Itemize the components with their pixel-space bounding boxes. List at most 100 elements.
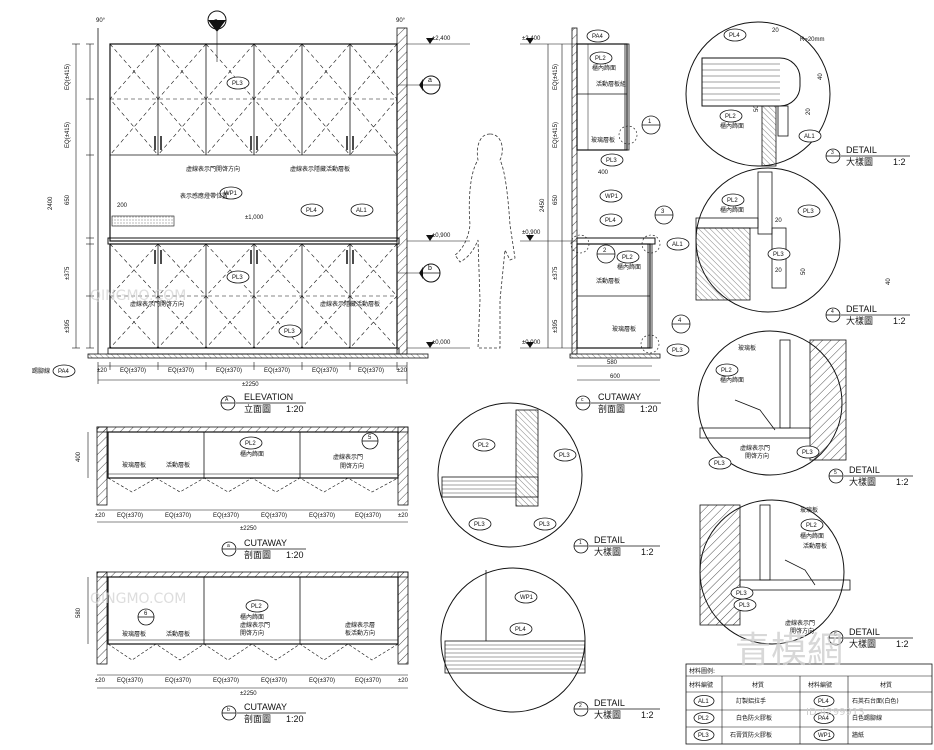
elev-dim-b3: EQ(±370) — [216, 368, 242, 374]
elev-dim-b7: ±20 — [397, 368, 408, 374]
elev-tag-pl3-c: PL3 — [284, 329, 295, 335]
cuta-dim-b6: EQ(±370) — [355, 513, 381, 519]
cutc-callout-1: 1 — [648, 119, 652, 125]
cutc-tag-pl2-b: PL2 — [622, 255, 633, 261]
cutc-dim-400: 400 — [598, 170, 609, 176]
cutaway-c-scale: 1:20 — [640, 404, 658, 414]
d6-note-swing: 虛線表示門 — [785, 619, 815, 627]
d6-tag-1: PL3 — [736, 591, 747, 597]
level-2400: ±2,400 — [432, 36, 451, 42]
cutb-depth: 580 — [76, 607, 82, 618]
elevation-view — [52, 10, 516, 384]
cuta-note-swing2: 開啓方向 — [340, 462, 364, 470]
section-marker-b[interactable] — [398, 263, 441, 283]
svg-text:DETAIL: DETAIL — [849, 465, 880, 475]
d3-tag-2: AL1 — [804, 134, 815, 140]
cutc-note-inner-b: 櫃內飾面 — [617, 263, 641, 271]
legend-r1-c0: PL2 — [698, 716, 709, 722]
detail-3-view — [685, 21, 831, 167]
detail-1-title-block: 1 DETAIL 大樣圖 1:2 — [573, 535, 660, 558]
d3-dim-40: 40 — [818, 73, 824, 80]
svg-text:大樣圖: 大樣圖 — [846, 156, 873, 168]
cutaway-a-view — [87, 426, 409, 523]
elevation-angle-left: 90° — [96, 18, 106, 24]
d3-dim-r: R=20mm — [800, 37, 825, 43]
cuta-note-swing: 虛線表示門 — [333, 453, 363, 461]
section-marker-c[interactable] — [207, 10, 227, 62]
section-b-letter: b — [428, 265, 432, 272]
cutb-dim-b2: EQ(±370) — [165, 678, 191, 684]
cutaway-c-title-en: CUTAWAY — [598, 392, 641, 402]
svg-text:1:2: 1:2 — [893, 316, 906, 326]
d1-tag-3: PL3 — [539, 522, 550, 528]
cutaway-a-title-en: CUTAWAY — [244, 538, 287, 548]
d6-note-inner: 櫃內飾面 — [800, 532, 824, 540]
elev-note-lower-1: 虛線表示門開啓方向 — [130, 300, 184, 308]
legend-r0-c3: 石英石台面(白色) — [852, 697, 899, 705]
cutb-note-swing4: 板活動方向 — [345, 629, 375, 637]
elev-dim-eq2: EQ(±415) — [65, 122, 71, 148]
legend-r2-c2: WP1 — [818, 733, 832, 739]
d3-dim-20b: 20 — [806, 108, 812, 115]
svg-text:大樣圖: 大樣圖 — [849, 476, 876, 488]
d5-tag-2: PL3 — [802, 450, 813, 456]
cuta-callout-5: 5 — [368, 435, 372, 441]
d6-note-glass: 玻璃板 — [800, 506, 818, 514]
level-1000: ±1,000 — [245, 215, 264, 221]
cutc-dim-375: ±375 — [553, 266, 559, 280]
svg-text:a: a — [227, 543, 230, 549]
cutaway-c-title-cn: 剖面圖 — [598, 403, 625, 415]
cutb-dim-b5: EQ(±370) — [309, 678, 335, 684]
elev-note-floor: 踢腳線 — [32, 367, 50, 375]
elev-tag-pl4: PL4 — [306, 208, 317, 214]
elev-dim-375: ±375 — [65, 266, 71, 280]
cuta-depth: 400 — [76, 451, 82, 462]
d2-tag-0: WP1 — [520, 595, 534, 601]
elevation-right-wall — [396, 27, 408, 355]
cutb-note-swing2: 開啓方向 — [240, 629, 264, 637]
svg-text:A: A — [225, 397, 229, 403]
cutc-tag-pl3-a: PL3 — [606, 158, 617, 164]
legend-r1-c1: 白色防火膠板 — [736, 714, 772, 722]
cuta-dim-b2: EQ(±370) — [165, 513, 191, 519]
svg-text:3: 3 — [831, 150, 834, 156]
cutc-note-glass-b: 玻璃層板 — [612, 325, 636, 333]
d4-note-inner: 櫃內飾面 — [720, 206, 744, 214]
legend-r0-c1: 訂製鋁拉手 — [736, 697, 766, 705]
elev-dim-650: 650 — [65, 194, 71, 205]
watermark: QINGMO.COM QINGMO.COM 青模網 ID:4299913 — [90, 288, 865, 718]
elev-note-light: 表示感應燈帶位置 — [180, 192, 228, 200]
d4-tag-2: PL3 — [773, 252, 784, 258]
detail-1-view — [437, 402, 583, 548]
svg-text:DETAIL: DETAIL — [594, 698, 625, 708]
d3-dim-50: 50 — [754, 105, 760, 112]
svg-text:1:2: 1:2 — [893, 157, 906, 167]
cutb-note-swing: 虛線表示門 — [240, 621, 270, 629]
d4-dim-50: 50 — [801, 268, 807, 275]
cutaway-c-view — [520, 27, 691, 381]
d4-dim-20b: 20 — [775, 268, 782, 274]
d5-note-inner: 櫃內飾面 — [720, 376, 744, 384]
legend-header-0: 材料編號 — [689, 681, 713, 689]
elev-tag-al1: AL1 — [356, 208, 367, 214]
elev-dim-b4: EQ(±370) — [264, 368, 290, 374]
cutc-note-glass-a: 玻璃層板 — [591, 136, 615, 144]
cutaway-a-scale: 1:20 — [286, 550, 304, 560]
svg-text:1:2: 1:2 — [896, 477, 909, 487]
cutc-dim-600: 600 — [610, 374, 621, 380]
elev-note-upper-1: 虛線表示門開啓方向 — [186, 165, 240, 173]
legend-header-1: 材質 — [752, 681, 764, 689]
elevation-title-en: ELEVATION — [244, 392, 293, 402]
cuta-dim-b4: EQ(±370) — [261, 513, 287, 519]
cutc-dim-eq1: EQ(±415) — [553, 64, 559, 90]
cutaway-b-title-block: b CUTAWAY 剖面圖 1:20 — [221, 702, 306, 725]
cutaway-b-title-cn: 剖面圖 — [244, 713, 271, 725]
cuta-note-pl2: PL2 — [245, 441, 256, 447]
svg-text:6: 6 — [834, 632, 837, 638]
elevation-light-strip — [111, 215, 175, 227]
cutb-dim-b4: EQ(±370) — [261, 678, 287, 684]
section-marker-a[interactable] — [398, 75, 441, 95]
detail-4-view — [695, 167, 841, 313]
svg-text:1: 1 — [579, 540, 582, 546]
cutb-note-inner: 櫃內飾面 — [240, 613, 264, 621]
